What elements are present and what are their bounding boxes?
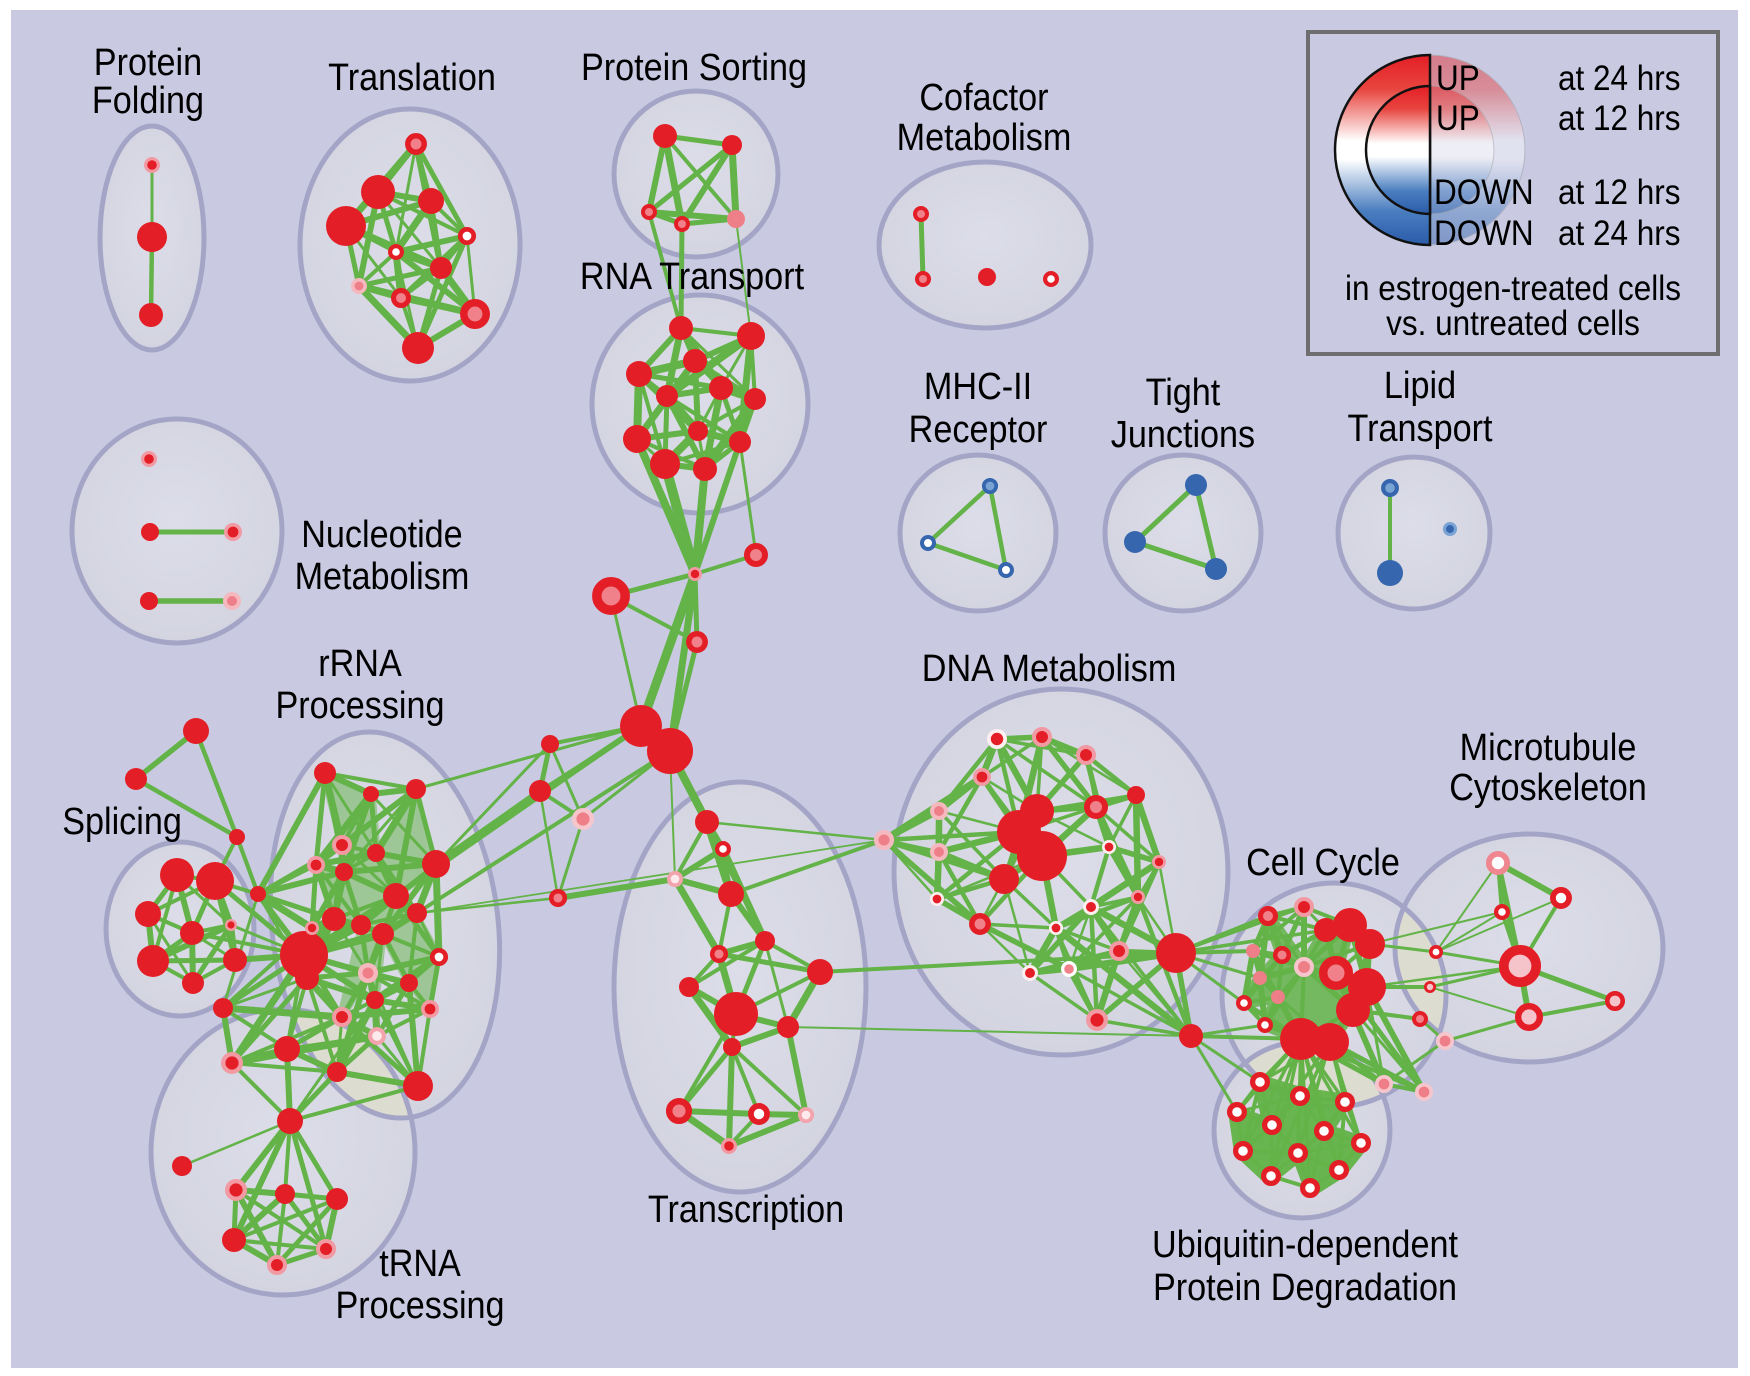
svg-text:RNA Transport: RNA Transport	[580, 254, 804, 297]
svg-text:at 12 hrs: at 12 hrs	[1558, 100, 1681, 139]
svg-text:at 24 hrs: at 24 hrs	[1558, 60, 1681, 99]
svg-text:Junctions: Junctions	[1111, 412, 1255, 455]
svg-text:rRNA: rRNA	[318, 641, 402, 684]
svg-text:Transport: Transport	[1348, 406, 1493, 449]
svg-text:Lipid: Lipid	[1384, 363, 1456, 406]
svg-text:vs. untreated cells: vs. untreated cells	[1386, 305, 1640, 344]
svg-text:Cell Cycle: Cell Cycle	[1246, 840, 1400, 883]
svg-text:Cytoskeleton: Cytoskeleton	[1449, 765, 1647, 808]
svg-text:Microtubule: Microtubule	[1460, 725, 1637, 768]
svg-text:tRNA: tRNA	[379, 1241, 462, 1284]
svg-text:Protein: Protein	[94, 40, 202, 83]
svg-text:DOWN: DOWN	[1434, 215, 1534, 254]
svg-text:Ubiquitin-dependent: Ubiquitin-dependent	[1152, 1222, 1458, 1265]
svg-text:Cofactor: Cofactor	[919, 75, 1048, 118]
svg-text:Tight: Tight	[1146, 370, 1221, 413]
svg-text:MHC-II: MHC-II	[924, 364, 1032, 407]
svg-text:at 24 hrs: at 24 hrs	[1558, 215, 1681, 254]
svg-text:Metabolism: Metabolism	[295, 554, 470, 597]
svg-text:Processing: Processing	[335, 1283, 504, 1326]
svg-text:Metabolism: Metabolism	[897, 115, 1072, 158]
svg-text:Folding: Folding	[92, 78, 204, 121]
svg-text:DNA Metabolism: DNA Metabolism	[922, 646, 1177, 689]
svg-text:UP: UP	[1436, 60, 1480, 99]
svg-text:UP: UP	[1436, 100, 1480, 139]
svg-text:at 12 hrs: at 12 hrs	[1558, 174, 1681, 213]
svg-text:Protein Degradation: Protein Degradation	[1153, 1265, 1457, 1308]
svg-text:DOWN: DOWN	[1434, 174, 1534, 213]
svg-text:Splicing: Splicing	[62, 799, 182, 842]
svg-text:Protein Sorting: Protein Sorting	[581, 45, 807, 88]
svg-text:Processing: Processing	[275, 683, 444, 726]
svg-text:Receptor: Receptor	[909, 407, 1048, 450]
svg-text:Nucleotide: Nucleotide	[301, 512, 462, 555]
svg-text:in estrogen-treated cells: in estrogen-treated cells	[1345, 270, 1681, 309]
svg-text:Translation: Translation	[328, 55, 496, 98]
svg-text:Transcription: Transcription	[648, 1187, 844, 1230]
